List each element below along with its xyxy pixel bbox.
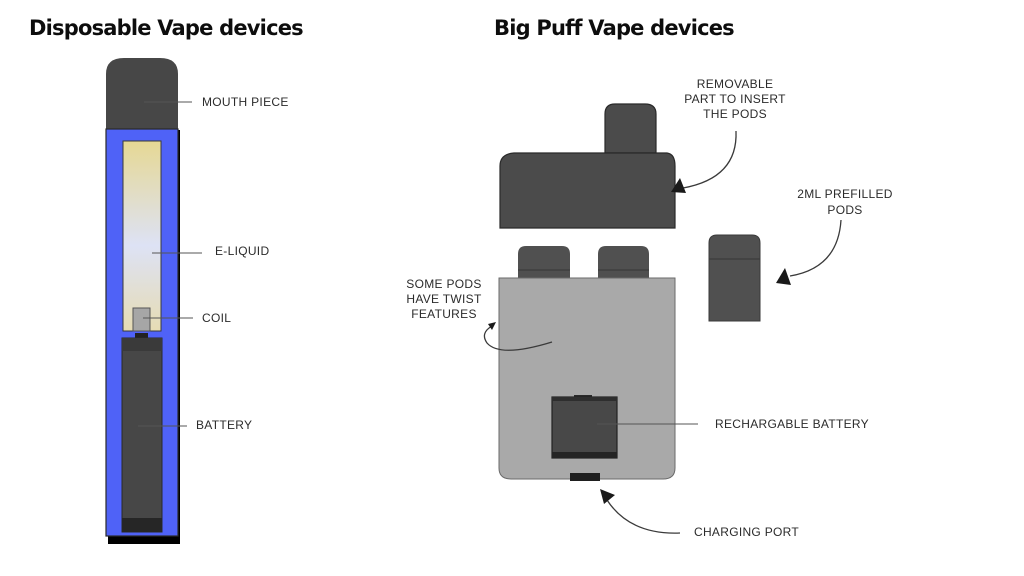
prefilled-pods-arrowhead (776, 268, 791, 285)
svg-text:FEATURES: FEATURES (411, 307, 477, 321)
mouth-piece-label: MOUTH PIECE (202, 95, 289, 109)
mouth-piece (106, 58, 178, 130)
svg-text:HAVE TWIST: HAVE TWIST (406, 292, 482, 306)
charging-port-arrowhead (600, 489, 615, 504)
removable-part-arrow (682, 130, 737, 189)
twist-arrow (483, 325, 553, 351)
svg-text:THE PODS: THE PODS (703, 107, 767, 121)
battery-bottom-band (552, 452, 617, 458)
cap-mouthpiece (604, 103, 657, 154)
disposable-vape-title: Disposable Vape devices (29, 16, 304, 40)
e-liquid-tank (122, 140, 162, 332)
removable-cap (499, 152, 676, 229)
coil (132, 307, 151, 332)
prefilled-pods-label: 2ML PREFILLED PODS (797, 187, 893, 217)
big-puff-vape-device (498, 103, 761, 481)
inserted-pod-2 (598, 246, 649, 279)
battery-connector (135, 333, 148, 339)
prefilled-pod (708, 234, 761, 322)
device-body (498, 277, 676, 480)
battery-top-band (552, 397, 617, 401)
coil-label: COIL (202, 311, 231, 325)
charging-port (570, 473, 600, 481)
rechargeable-battery (551, 396, 618, 459)
removable-part-label: REMOVABLE PART TO INSERT THE PODS (684, 77, 786, 121)
svg-text:REMOVABLE: REMOVABLE (697, 77, 774, 91)
e-liquid-label: E-LIQUID (215, 244, 269, 258)
svg-text:PODS: PODS (827, 203, 862, 217)
svg-text:SOME PODS: SOME PODS (406, 277, 481, 291)
big-puff-vape-title: Big Puff Vape devices (494, 16, 735, 40)
twist-arrowhead (488, 322, 496, 330)
twist-features-label: SOME PODS HAVE TWIST FEATURES (406, 277, 482, 321)
svg-text:PART TO INSERT: PART TO INSERT (684, 92, 786, 106)
disposable-vape-device (105, 58, 180, 544)
removable-part-arrowhead (671, 178, 686, 193)
prefilled-pods-arrow (789, 219, 842, 277)
charging-port-arrow (606, 499, 681, 534)
rechargeable-battery-label: RECHARGABLE BATTERY (715, 417, 869, 431)
battery-label: BATTERY (196, 418, 252, 432)
battery-top-band (122, 338, 162, 351)
svg-text:2ML PREFILLED: 2ML PREFILLED (797, 187, 893, 201)
battery-bottom-band (122, 518, 162, 532)
charging-port-label: CHARGING PORT (694, 525, 799, 539)
inserted-pod-1 (518, 246, 570, 279)
battery (121, 337, 163, 533)
